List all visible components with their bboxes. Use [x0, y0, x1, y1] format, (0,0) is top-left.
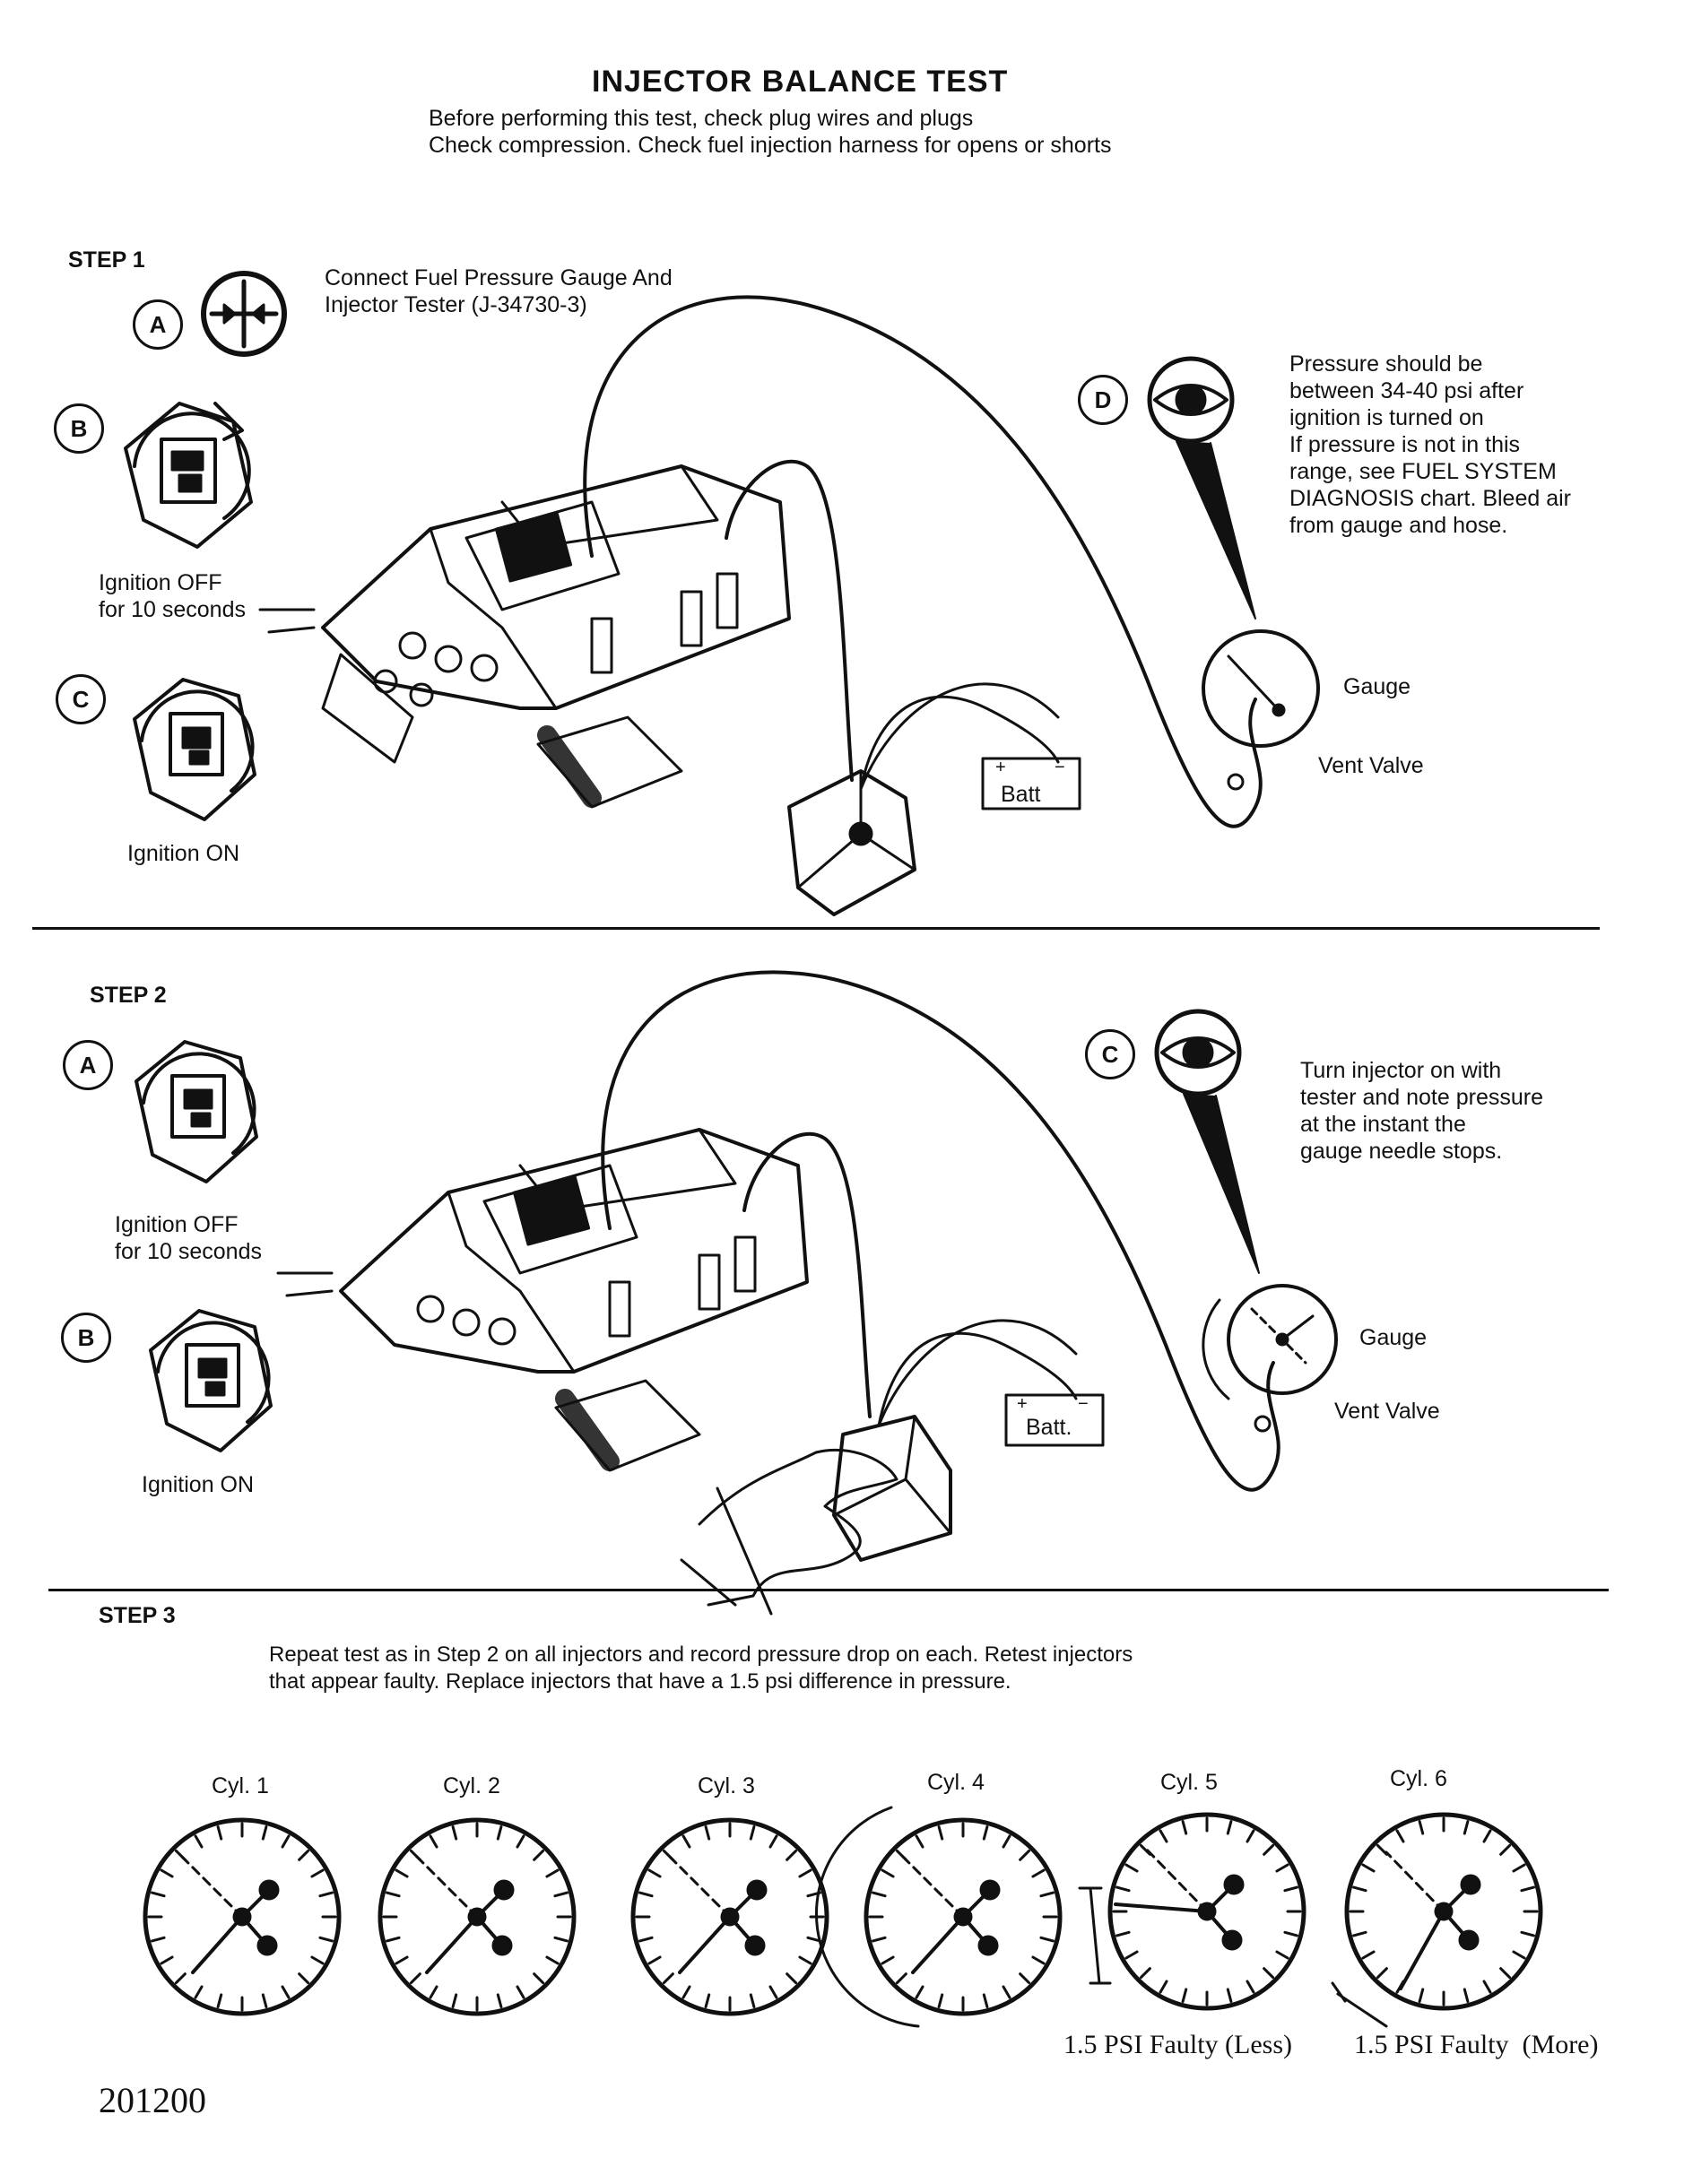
step1-b-line-2: for 10 seconds — [99, 597, 246, 622]
step2-vent-valve-label: Vent Valve — [1334, 1399, 1440, 1424]
svg-text:−: − — [1078, 1394, 1089, 1414]
tester-cable-step1 — [725, 459, 854, 782]
eye-inspect-icon-step2 — [1154, 1009, 1260, 1274]
gauge-hose-step1 — [583, 295, 1263, 828]
step1-d-line-1: Pressure should be — [1289, 351, 1483, 377]
ignition-switch-off-icon — [124, 402, 253, 549]
cyl-2-label: Cyl. 2 — [443, 1773, 500, 1798]
step1-d-line-7: from gauge and hose. — [1289, 513, 1508, 538]
step1-d-line-4: If pressure is not in this — [1289, 432, 1521, 457]
injector-tester-box-step1 — [787, 769, 916, 916]
cyl-4-label: Cyl. 4 — [927, 1770, 985, 1795]
step2-c-line-4: gauge needle stops. — [1300, 1139, 1503, 1164]
ignition-switch-off-step2-icon — [135, 1040, 258, 1183]
battery-lead-step1 — [859, 695, 1060, 791]
battery-step1: + − — [981, 757, 1081, 810]
svg-text:−: − — [1055, 758, 1065, 777]
step2-batt-label: Batt. — [1026, 1415, 1072, 1440]
step1-label: STEP 1 — [68, 247, 145, 273]
step1-divider — [32, 927, 1600, 930]
svg-text:+: + — [1017, 1394, 1028, 1414]
step2-c-line-2: tester and note pressure — [1300, 1085, 1543, 1110]
faulty-more-label: 1.5 PSI Faulty (More) — [1354, 2030, 1599, 2059]
tester-cable-step2 — [742, 1131, 872, 1418]
cyl-1-label: Cyl. 1 — [212, 1773, 269, 1798]
step1-d-line-3: ignition is turned on — [1289, 405, 1484, 430]
cylinder-1-gauge-icon — [143, 1817, 342, 2016]
step2-c-line-3: at the instant the — [1300, 1112, 1466, 1137]
ignition-switch-on-icon — [133, 678, 256, 821]
step1-vent-valve-label: Vent Valve — [1318, 753, 1424, 778]
step1-letter-d: D — [1078, 375, 1128, 425]
document-number: 201200 — [99, 2080, 206, 2120]
step1-d-line-5: range, see FUEL SYSTEM — [1289, 459, 1557, 484]
step2-a-line-1: Ignition OFF — [115, 1212, 239, 1237]
step2-b-text: Ignition ON — [142, 1472, 255, 1497]
step1-b-line-1: Ignition OFF — [99, 570, 222, 595]
eye-inspect-icon-step1 — [1147, 356, 1256, 620]
cylinder-4-gauge-icon — [814, 1806, 1063, 2028]
step3-label: STEP 3 — [99, 1603, 176, 1628]
step1-gauge-label: Gauge — [1343, 674, 1411, 699]
cyl-3-label: Cyl. 3 — [698, 1773, 755, 1798]
hand-pressing-tester-icon — [680, 1448, 898, 1616]
step1-d-line-6: DIAGNOSIS chart. Bleed air — [1289, 486, 1572, 511]
step1-batt-label: Batt — [1001, 782, 1041, 807]
step1-a-line-2: Injector Tester (J-34730-3) — [325, 292, 587, 317]
cylinder-6-gauge-icon — [1331, 1812, 1543, 2028]
cylinder-5-gauge-icon — [1078, 1812, 1306, 2011]
step1-c-text: Ignition ON — [127, 841, 240, 866]
step1-a-line-1: Connect Fuel Pressure Gauge And — [325, 265, 673, 290]
page-title: INJECTOR BALANCE TEST — [592, 65, 1009, 99]
battery-step2: + − — [1004, 1393, 1105, 1447]
pressure-gauge-step2-icon — [1202, 1284, 1338, 1433]
battery-lead-step2 — [877, 1331, 1078, 1427]
step2-gauge-label: Gauge — [1359, 1325, 1428, 1350]
cylinder-3-gauge-icon — [630, 1817, 829, 2016]
step1-letter-a: A — [133, 299, 183, 350]
step2-divider — [48, 1589, 1609, 1591]
step2-letter-b: B — [61, 1313, 111, 1363]
svg-text:+: + — [995, 758, 1006, 777]
gauge-hose-step2 — [601, 970, 1280, 1492]
cyl-6-label: Cyl. 6 — [1390, 1766, 1447, 1791]
intro-line-2: Check compression. Check fuel injection … — [429, 133, 1112, 158]
step2-label: STEP 2 — [90, 983, 167, 1008]
engine-intake-manifold-step2 — [276, 1128, 809, 1472]
step2-a-line-2: for 10 seconds — [115, 1239, 262, 1264]
engine-intake-manifold-step1 — [258, 464, 791, 809]
intro-line-1: Before performing this test, check plug … — [429, 106, 974, 131]
step2-c-line-1: Turn injector on with — [1300, 1058, 1502, 1083]
cyl-5-label: Cyl. 5 — [1160, 1770, 1218, 1795]
pressure-gauge-step1-icon — [1202, 629, 1320, 791]
step3-line-2: that appear faulty. Replace injectors th… — [269, 1669, 1011, 1694]
cylinder-gauges — [143, 1806, 1543, 2028]
step1-letter-c: C — [56, 674, 106, 724]
step2-letter-a: A — [63, 1040, 113, 1090]
injector-tester-symbol-icon — [201, 271, 287, 357]
ignition-switch-on-step2-icon — [149, 1309, 273, 1452]
step3-line-1: Repeat test as in Step 2 on all injector… — [269, 1642, 1133, 1667]
cylinder-2-gauge-icon — [378, 1817, 577, 2016]
step1-letter-b: B — [54, 403, 104, 454]
step1-d-line-2: between 34-40 psi after — [1289, 378, 1524, 403]
step2-letter-c: C — [1085, 1029, 1135, 1079]
injector-tester-box-step2 — [832, 1415, 952, 1562]
faulty-less-label: 1.5 PSI Faulty (Less) — [1063, 2030, 1292, 2059]
